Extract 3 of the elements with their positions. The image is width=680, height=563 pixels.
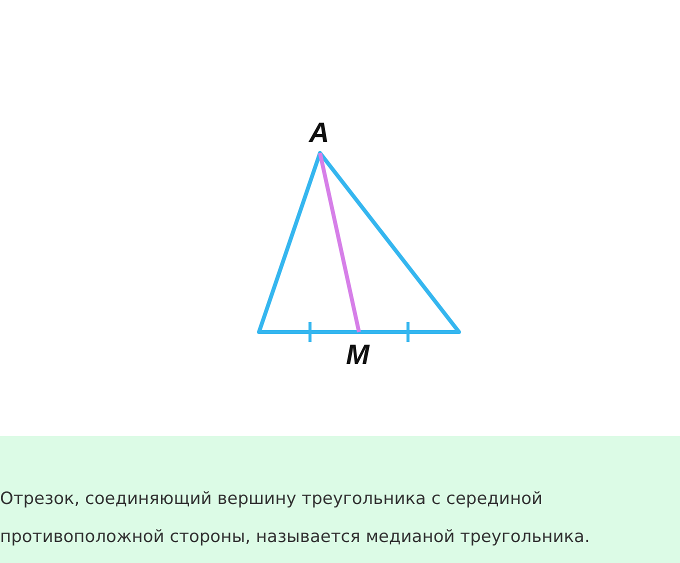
vertex-label: A (309, 118, 330, 148)
caption: Отрезок, соединяющий вершину треугольника с серединой противоположной стороны, называется медианой треугольника. (0, 488, 591, 549)
vertex-label: M (346, 340, 370, 370)
